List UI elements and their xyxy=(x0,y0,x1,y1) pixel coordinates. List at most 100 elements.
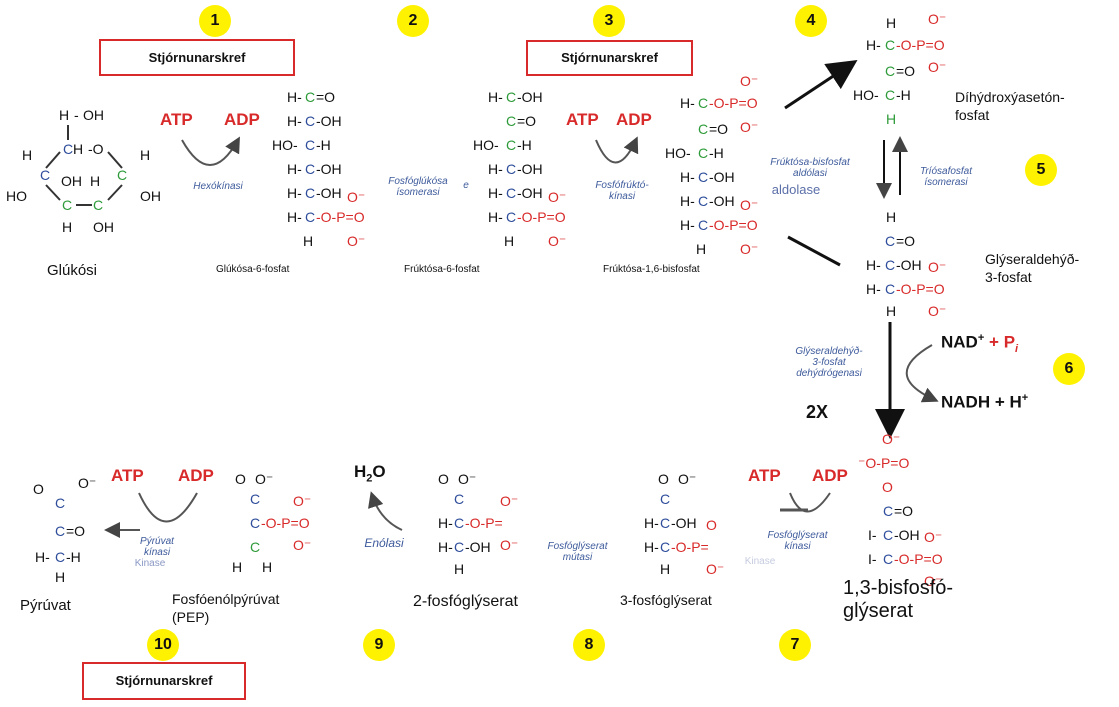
svg-text:HO-: HO- xyxy=(473,137,499,153)
regulatory-box-step-1: Stjórnunarskref xyxy=(99,39,295,76)
svg-text:C: C xyxy=(454,491,464,507)
atp-label-step-3: ATP xyxy=(566,110,599,129)
pi-text: P xyxy=(1003,332,1016,352)
label-dhap-line1: Díhýdroxýasetón- xyxy=(955,89,1065,105)
svg-text:C: C xyxy=(250,491,260,507)
svg-text:OH: OH xyxy=(83,107,104,123)
svg-text:H: H xyxy=(660,561,670,577)
enzyme-phosphoglycerate-mutase: Fosfóglýserat mútasi xyxy=(540,541,615,563)
svg-text:H-: H- xyxy=(866,37,881,53)
svg-text:OH: OH xyxy=(61,173,82,189)
svg-text:-OH: -OH xyxy=(709,193,735,209)
svg-text:C: C xyxy=(55,495,65,511)
svg-text:C: C xyxy=(885,281,895,297)
label-g3p-line2: 3-fosfat xyxy=(985,269,1032,285)
label-pep-line2: (PEP) xyxy=(172,609,210,625)
svg-text:C: C xyxy=(506,209,516,225)
label-bpg-line1: 1,3-bisfosfó- xyxy=(843,577,954,599)
label-2pg: 2-fosfóglýserat xyxy=(413,593,518,610)
svg-text:O⁻: O⁻ xyxy=(78,475,96,491)
svg-text:H-: H- xyxy=(287,161,302,177)
adp-label-step-10: ADP xyxy=(178,466,214,485)
svg-text:O⁻: O⁻ xyxy=(255,471,273,487)
svg-text:C: C xyxy=(506,185,516,201)
enzyme-g3p-dehydrogenase-line3: dehýdrógenasi xyxy=(796,368,862,379)
label-g6p: Glúkósa-6-fosfat xyxy=(216,264,290,275)
svg-text:-O-P=: -O-P= xyxy=(671,539,709,555)
svg-text:O: O xyxy=(438,471,449,487)
svg-text:H: H xyxy=(90,173,100,189)
step-badge-1: 1 xyxy=(199,5,231,37)
glucose-6-phosphate-structure: H-C=O H-C-OH HO-C-H H-C-OH H-C-OH H-C-O-… xyxy=(272,89,365,249)
enzyme-aldolase-line1: Frúktósa-bisfosfat xyxy=(770,157,850,168)
twox-label: 2X xyxy=(806,402,829,422)
svg-text:H: H xyxy=(262,559,272,575)
svg-text:-O-P=: -O-P= xyxy=(465,515,503,531)
svg-text:C: C xyxy=(698,121,708,137)
svg-text:O: O xyxy=(33,481,44,497)
svg-text:C: C xyxy=(93,197,103,213)
svg-text:HO-: HO- xyxy=(272,137,298,153)
enzyme-hexokinase: Hexókínasi xyxy=(193,181,243,192)
svg-text:O: O xyxy=(235,471,246,487)
enzyme-pyruvate-kinase-line1: Pýrúvat xyxy=(140,536,174,547)
svg-text:H: H xyxy=(696,241,706,257)
label-glucose: Glúkósi xyxy=(47,262,98,279)
svg-text:H: H xyxy=(504,233,514,249)
svg-text:OH: OH xyxy=(140,188,161,204)
enzyme-phosphoglycerate-kinase: Fosfóglýserat kínasi xyxy=(760,530,835,552)
svg-text:H-: H- xyxy=(287,89,302,105)
svg-text:-O-P=O: -O-P=O xyxy=(261,515,310,531)
svg-text:C: C xyxy=(305,137,315,153)
svg-text:-: - xyxy=(74,107,79,123)
enzyme-phosphoglycerate-mutase-line1: Fosfóglýserat xyxy=(547,541,608,552)
svg-text:O⁻: O⁻ xyxy=(924,573,942,589)
regulatory-box-step-10: Stjórnunarskref xyxy=(82,662,246,700)
svg-text:-O-P=O: -O-P=O xyxy=(894,551,943,567)
svg-text:C: C xyxy=(698,193,708,209)
label-pep: Fosfóenólpýrúvat (PEP) xyxy=(172,590,279,626)
svg-text:H-: H- xyxy=(438,539,453,555)
svg-text:H-: H- xyxy=(287,209,302,225)
enzyme-phosphoglucose-isomerase-line1: Fosfóglúkósa xyxy=(388,176,448,187)
svg-text:-OH: -OH xyxy=(517,89,543,105)
svg-text:C: C xyxy=(883,527,893,543)
svg-text:O⁻: O⁻ xyxy=(928,11,946,27)
svg-text:C: C xyxy=(698,217,708,233)
step-badge-5: 5 xyxy=(1025,154,1057,186)
svg-text:O⁻: O⁻ xyxy=(293,493,311,509)
svg-text:O⁻: O⁻ xyxy=(500,537,518,553)
svg-text:H-: H- xyxy=(680,95,695,111)
svg-text:O⁻: O⁻ xyxy=(458,471,476,487)
enzyme-phosphoglycerate-kinase-line2: kínasi xyxy=(784,541,811,552)
enzyme-pyruvate-kinase-line2: kínasi xyxy=(143,547,171,558)
svg-text:H-: H- xyxy=(488,209,503,225)
curved-arrow-step-9 xyxy=(368,491,403,531)
svg-text:-OH: -OH xyxy=(316,185,342,201)
svg-text:C: C xyxy=(55,523,65,539)
svg-text:-O-P=O: -O-P=O xyxy=(517,209,566,225)
label-pyruvate: Pýrúvat xyxy=(20,597,71,614)
water-o: O xyxy=(372,462,386,481)
svg-text:C: C xyxy=(885,87,895,103)
svg-text:-OH: -OH xyxy=(709,169,735,185)
label-bpg-line2: glýserat xyxy=(843,600,914,622)
curved-arrow-step-1 xyxy=(181,136,240,166)
svg-text:O: O xyxy=(658,471,669,487)
enzyme-triosephosphate-isomerase-line1: Tríósafosfat xyxy=(919,166,973,177)
label-f6p: Frúktósa-6-fosfat xyxy=(404,264,480,275)
svg-text:C: C xyxy=(506,113,516,129)
svg-text:I-: I- xyxy=(868,527,877,543)
svg-text:H: H xyxy=(62,219,72,235)
step-badge-6: 6 xyxy=(1053,353,1085,385)
enzyme-g3p-dehydrogenase: Glýseraldehýð- 3-fosfat dehýdrógenasi xyxy=(784,346,874,379)
svg-text:C: C xyxy=(660,539,670,555)
label-3pg: 3-fosfóglýserat xyxy=(620,592,712,608)
svg-text:O: O xyxy=(706,517,717,533)
